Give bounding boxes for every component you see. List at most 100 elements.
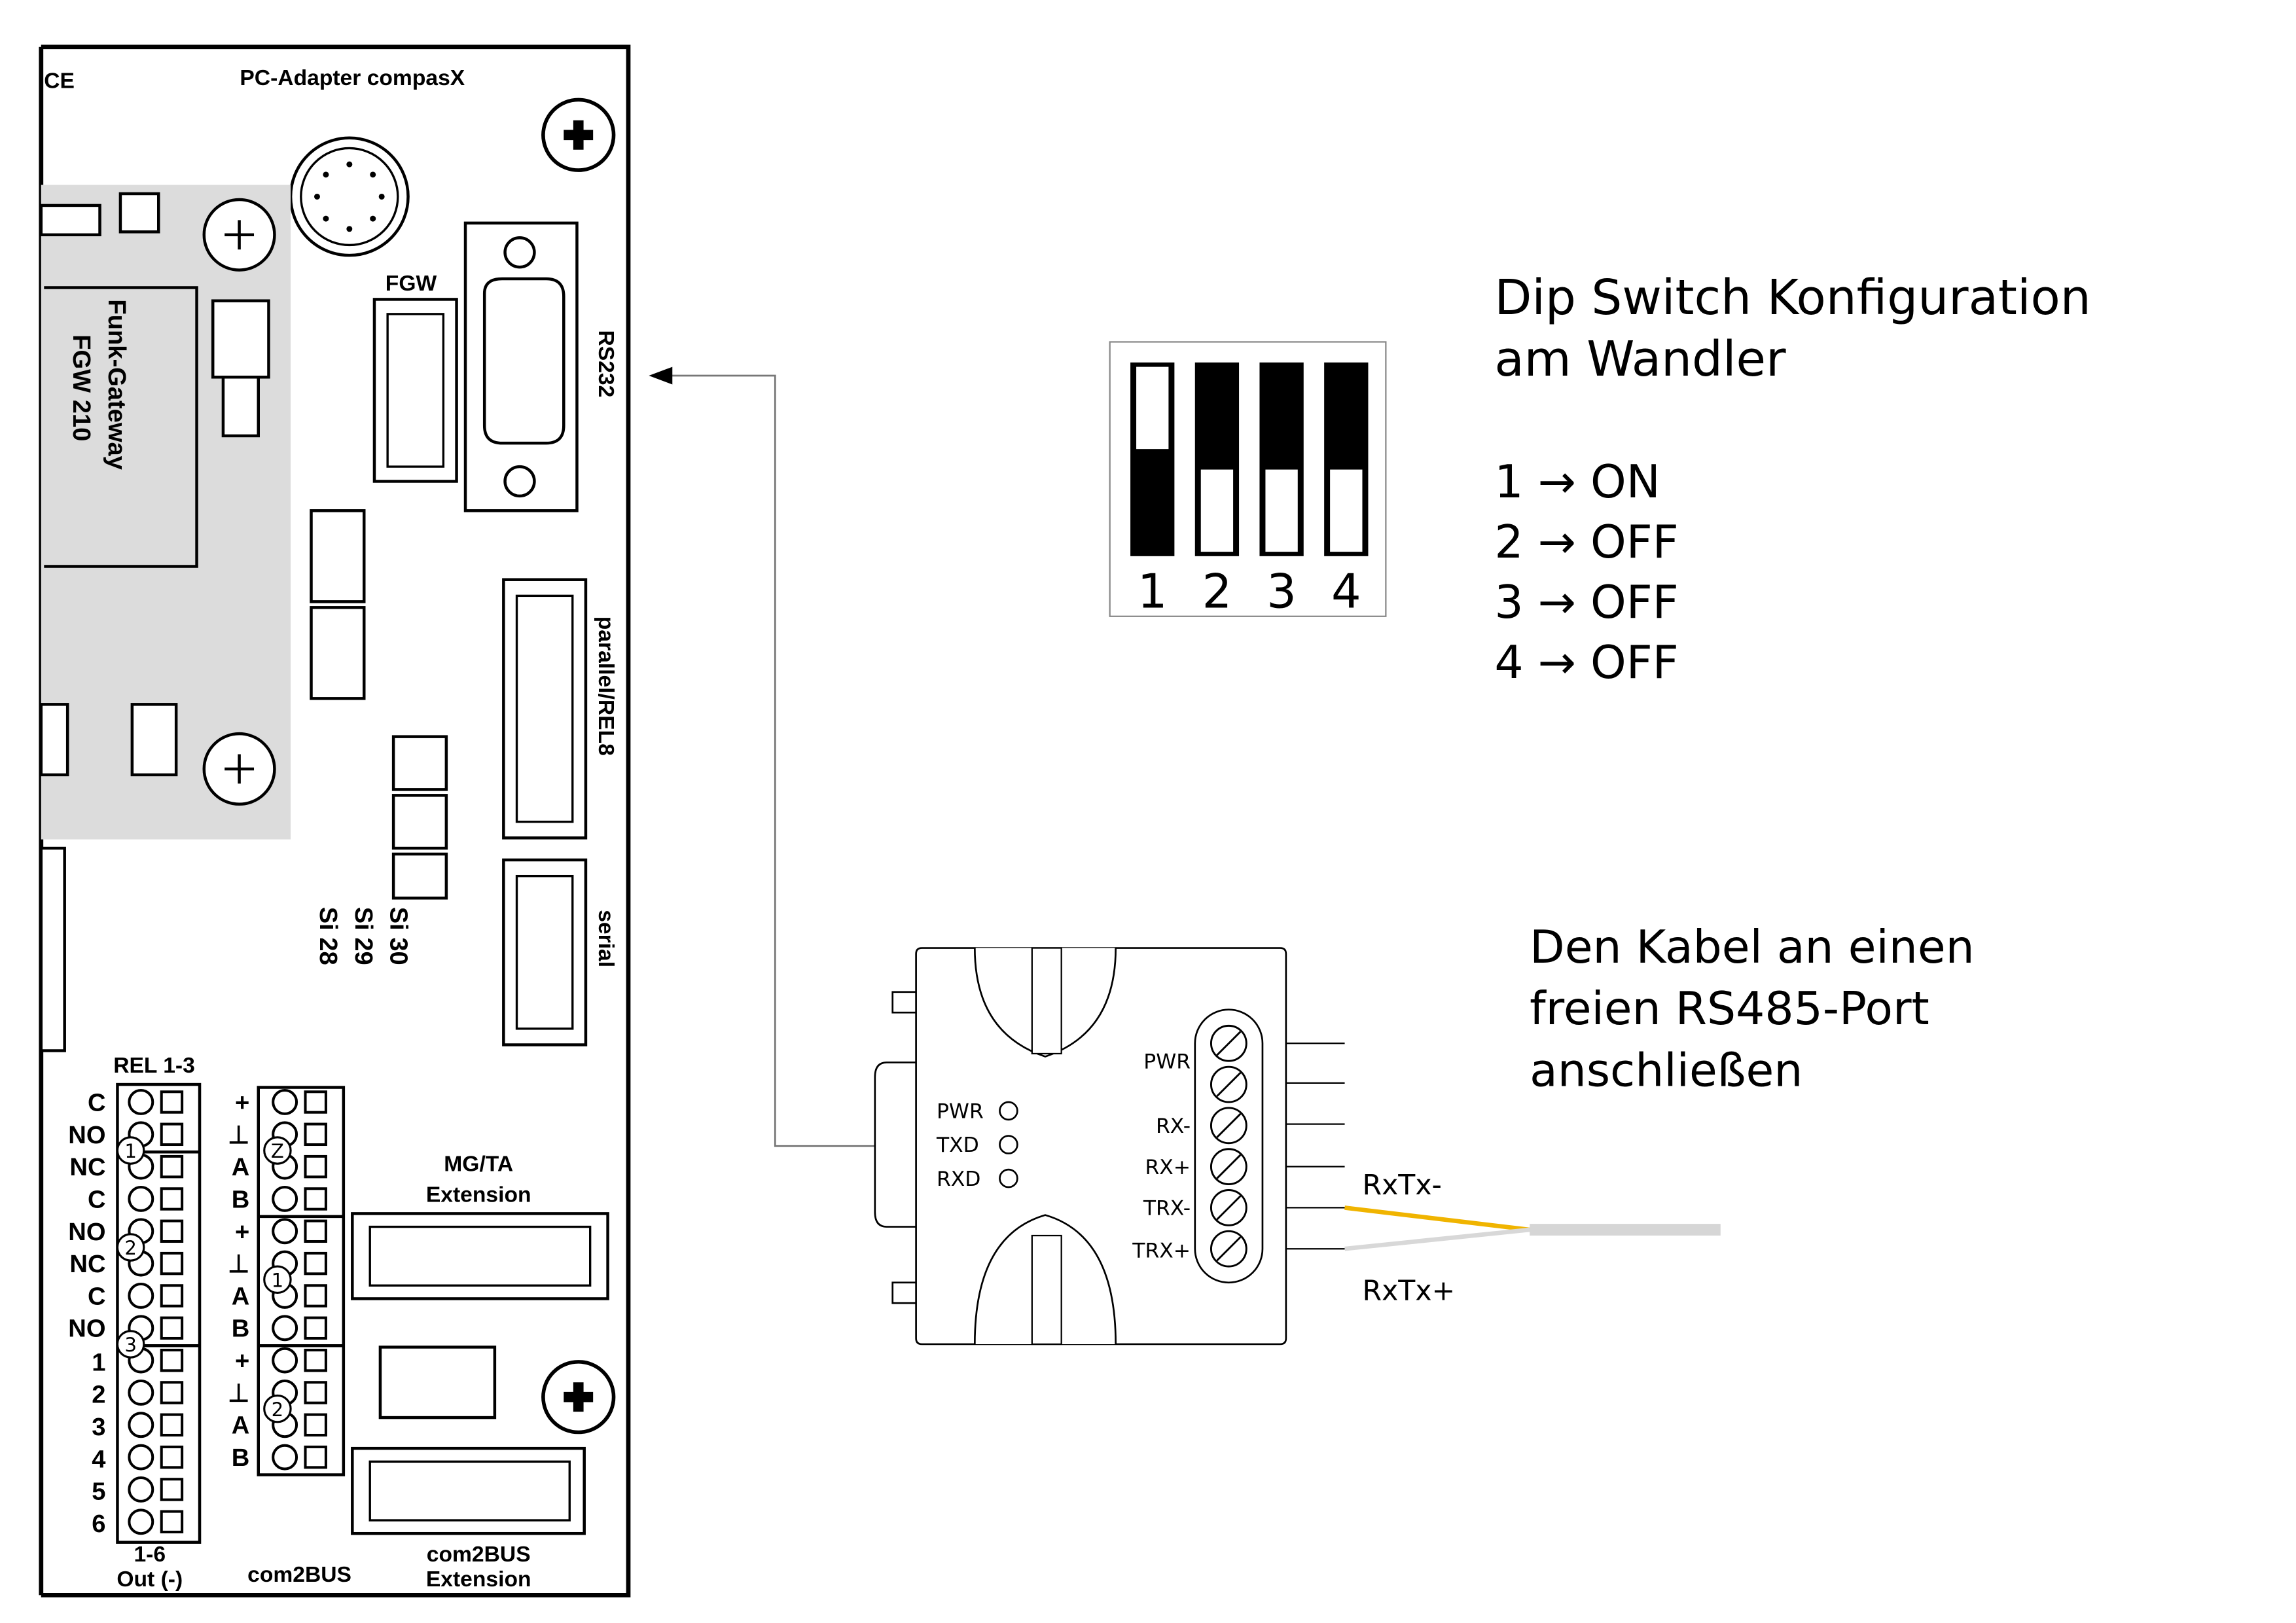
terminal-clamp-icon — [304, 1348, 327, 1372]
terminal-screw-icon — [128, 1476, 154, 1503]
out-pin-label: 2 — [92, 1381, 105, 1409]
board-outline — [41, 45, 631, 1597]
mounting-screw-icon — [541, 98, 616, 172]
bus-pin-label: B — [232, 1444, 250, 1472]
terminal-clamp-icon — [160, 1251, 184, 1275]
terminal-screw-icon — [128, 1508, 154, 1535]
dip-switch-number: 2 — [1202, 563, 1232, 618]
rel-terminals: 123 — [116, 1089, 184, 1535]
terminal-clamp-icon — [304, 1445, 327, 1469]
terminal-screw-icon — [128, 1283, 154, 1309]
instruction-line-3: anschließen — [1530, 1044, 1803, 1097]
bus-pin-label: + — [235, 1347, 249, 1375]
terminal-screw-icon — [128, 1380, 154, 1406]
bus-pin-label: + — [235, 1218, 249, 1246]
terminal-screw-icon — [128, 1089, 154, 1115]
grip-ridges-icon — [1031, 1234, 1062, 1346]
terminal-clamp-icon — [160, 1316, 184, 1340]
led-icon — [999, 1168, 1018, 1188]
channel-marker-label: 2 — [124, 1237, 137, 1259]
connection-line — [649, 366, 878, 1147]
antenna-connector-icon — [211, 299, 270, 379]
serial-connector — [502, 858, 588, 1046]
led-label: RXD — [937, 1168, 980, 1191]
dip-switch-levers — [1130, 362, 1369, 556]
terminal-screw-icon — [128, 1444, 154, 1471]
terminal-clamp-icon — [160, 1090, 184, 1114]
terminal-clamp-icon — [304, 1251, 327, 1275]
led-label: PWR — [937, 1100, 984, 1124]
rs232-db9-connector — [463, 221, 579, 512]
gateway-model: FGW 210 — [67, 334, 96, 441]
parallel-label: parallel/REL8 — [594, 616, 618, 756]
rel-header: REL 1-3 — [113, 1054, 195, 1078]
dip-subtitle: am Wandler — [1494, 331, 1786, 387]
com2bus-extension-connector — [351, 1446, 586, 1535]
bus-pin-label: ⊥ — [228, 1250, 249, 1278]
gateway-module: Funk-Gateway FGW 210 — [39, 185, 291, 840]
din-socket-icon — [289, 136, 410, 257]
si30-label: Si 30 — [385, 907, 413, 965]
bus-pin-label: ⊥ — [228, 1379, 249, 1407]
channel-marker — [116, 1233, 145, 1262]
com2bus-ext-title: com2BUS — [427, 1543, 531, 1567]
rel-pin-label: NC — [69, 1250, 105, 1278]
rel-pin-label: C — [88, 1282, 106, 1310]
edge-connector — [39, 846, 66, 1052]
terminal-clamp-icon — [304, 1413, 327, 1437]
terminal-clamp-icon — [304, 1122, 327, 1147]
fgw-label: FGW — [386, 272, 437, 296]
instruction-line-2: freien RS485-Port — [1530, 982, 1929, 1035]
bus-pin-label: A — [232, 1153, 250, 1181]
bus-marker — [263, 1136, 292, 1165]
gateway-name: Funk-Gateway — [103, 299, 131, 469]
fgw-header-connector — [372, 298, 458, 483]
wire-rxtx-minus — [1344, 1205, 1530, 1232]
terminal-screw-icon — [272, 1186, 298, 1212]
terminal-screw-icon — [272, 1444, 298, 1471]
chip-icon — [39, 204, 101, 237]
bus-marker-label: 1 — [272, 1270, 284, 1292]
terminal-screw-icon — [272, 1315, 298, 1342]
bus-pin-labels: +⊥AB+⊥AB+⊥AB — [228, 1088, 249, 1472]
terminal-clamp-icon — [160, 1219, 184, 1243]
led-icon — [999, 1101, 1018, 1121]
out-pin-label: 3 — [92, 1413, 105, 1441]
dip-switch-slider — [1136, 366, 1169, 450]
chip-icon — [391, 852, 448, 900]
out-footer-range: 1-6 — [134, 1543, 166, 1567]
chip-icon — [118, 192, 160, 234]
mounting-screw-icon — [541, 1360, 616, 1435]
dip-switch-slider — [1200, 469, 1234, 552]
bus-pin-label: ⊥ — [228, 1121, 249, 1149]
grip-ridges-icon — [1031, 947, 1062, 1055]
channel-marker — [116, 1136, 145, 1165]
bus-marker — [263, 1394, 292, 1423]
chip-icon — [39, 703, 69, 777]
channel-marker — [116, 1330, 145, 1359]
terminal-clamp-icon — [304, 1090, 327, 1114]
dip-switch-slider — [1265, 469, 1298, 552]
dip-switch-number: 3 — [1266, 563, 1297, 618]
terminal-screw-icon — [128, 1412, 154, 1438]
terminal-clamp-icon — [304, 1154, 327, 1179]
terminal-clamp-icon — [160, 1348, 184, 1372]
channel-marker-label: 1 — [124, 1140, 137, 1162]
out-footer-label: Out (-) — [117, 1567, 183, 1592]
chip-icon — [310, 509, 366, 603]
com2bus-ext-subtitle: Extension — [426, 1567, 531, 1592]
dip-switch-slider — [1330, 469, 1363, 552]
bus-terminals: Z12 — [263, 1089, 327, 1471]
terminal-label: TRX+ — [1132, 1240, 1191, 1263]
terminal-clamp-icon — [304, 1284, 327, 1308]
terminal-clamp-icon — [160, 1478, 184, 1501]
terminal-clamp-icon — [160, 1154, 184, 1179]
mgta-title: MG/TA — [444, 1152, 513, 1176]
serial-label: serial — [594, 910, 618, 967]
led-icon — [999, 1135, 1018, 1154]
instruction-line-1: Den Kabel an einen — [1530, 921, 1975, 974]
terminal-clamp-icon — [304, 1187, 327, 1211]
